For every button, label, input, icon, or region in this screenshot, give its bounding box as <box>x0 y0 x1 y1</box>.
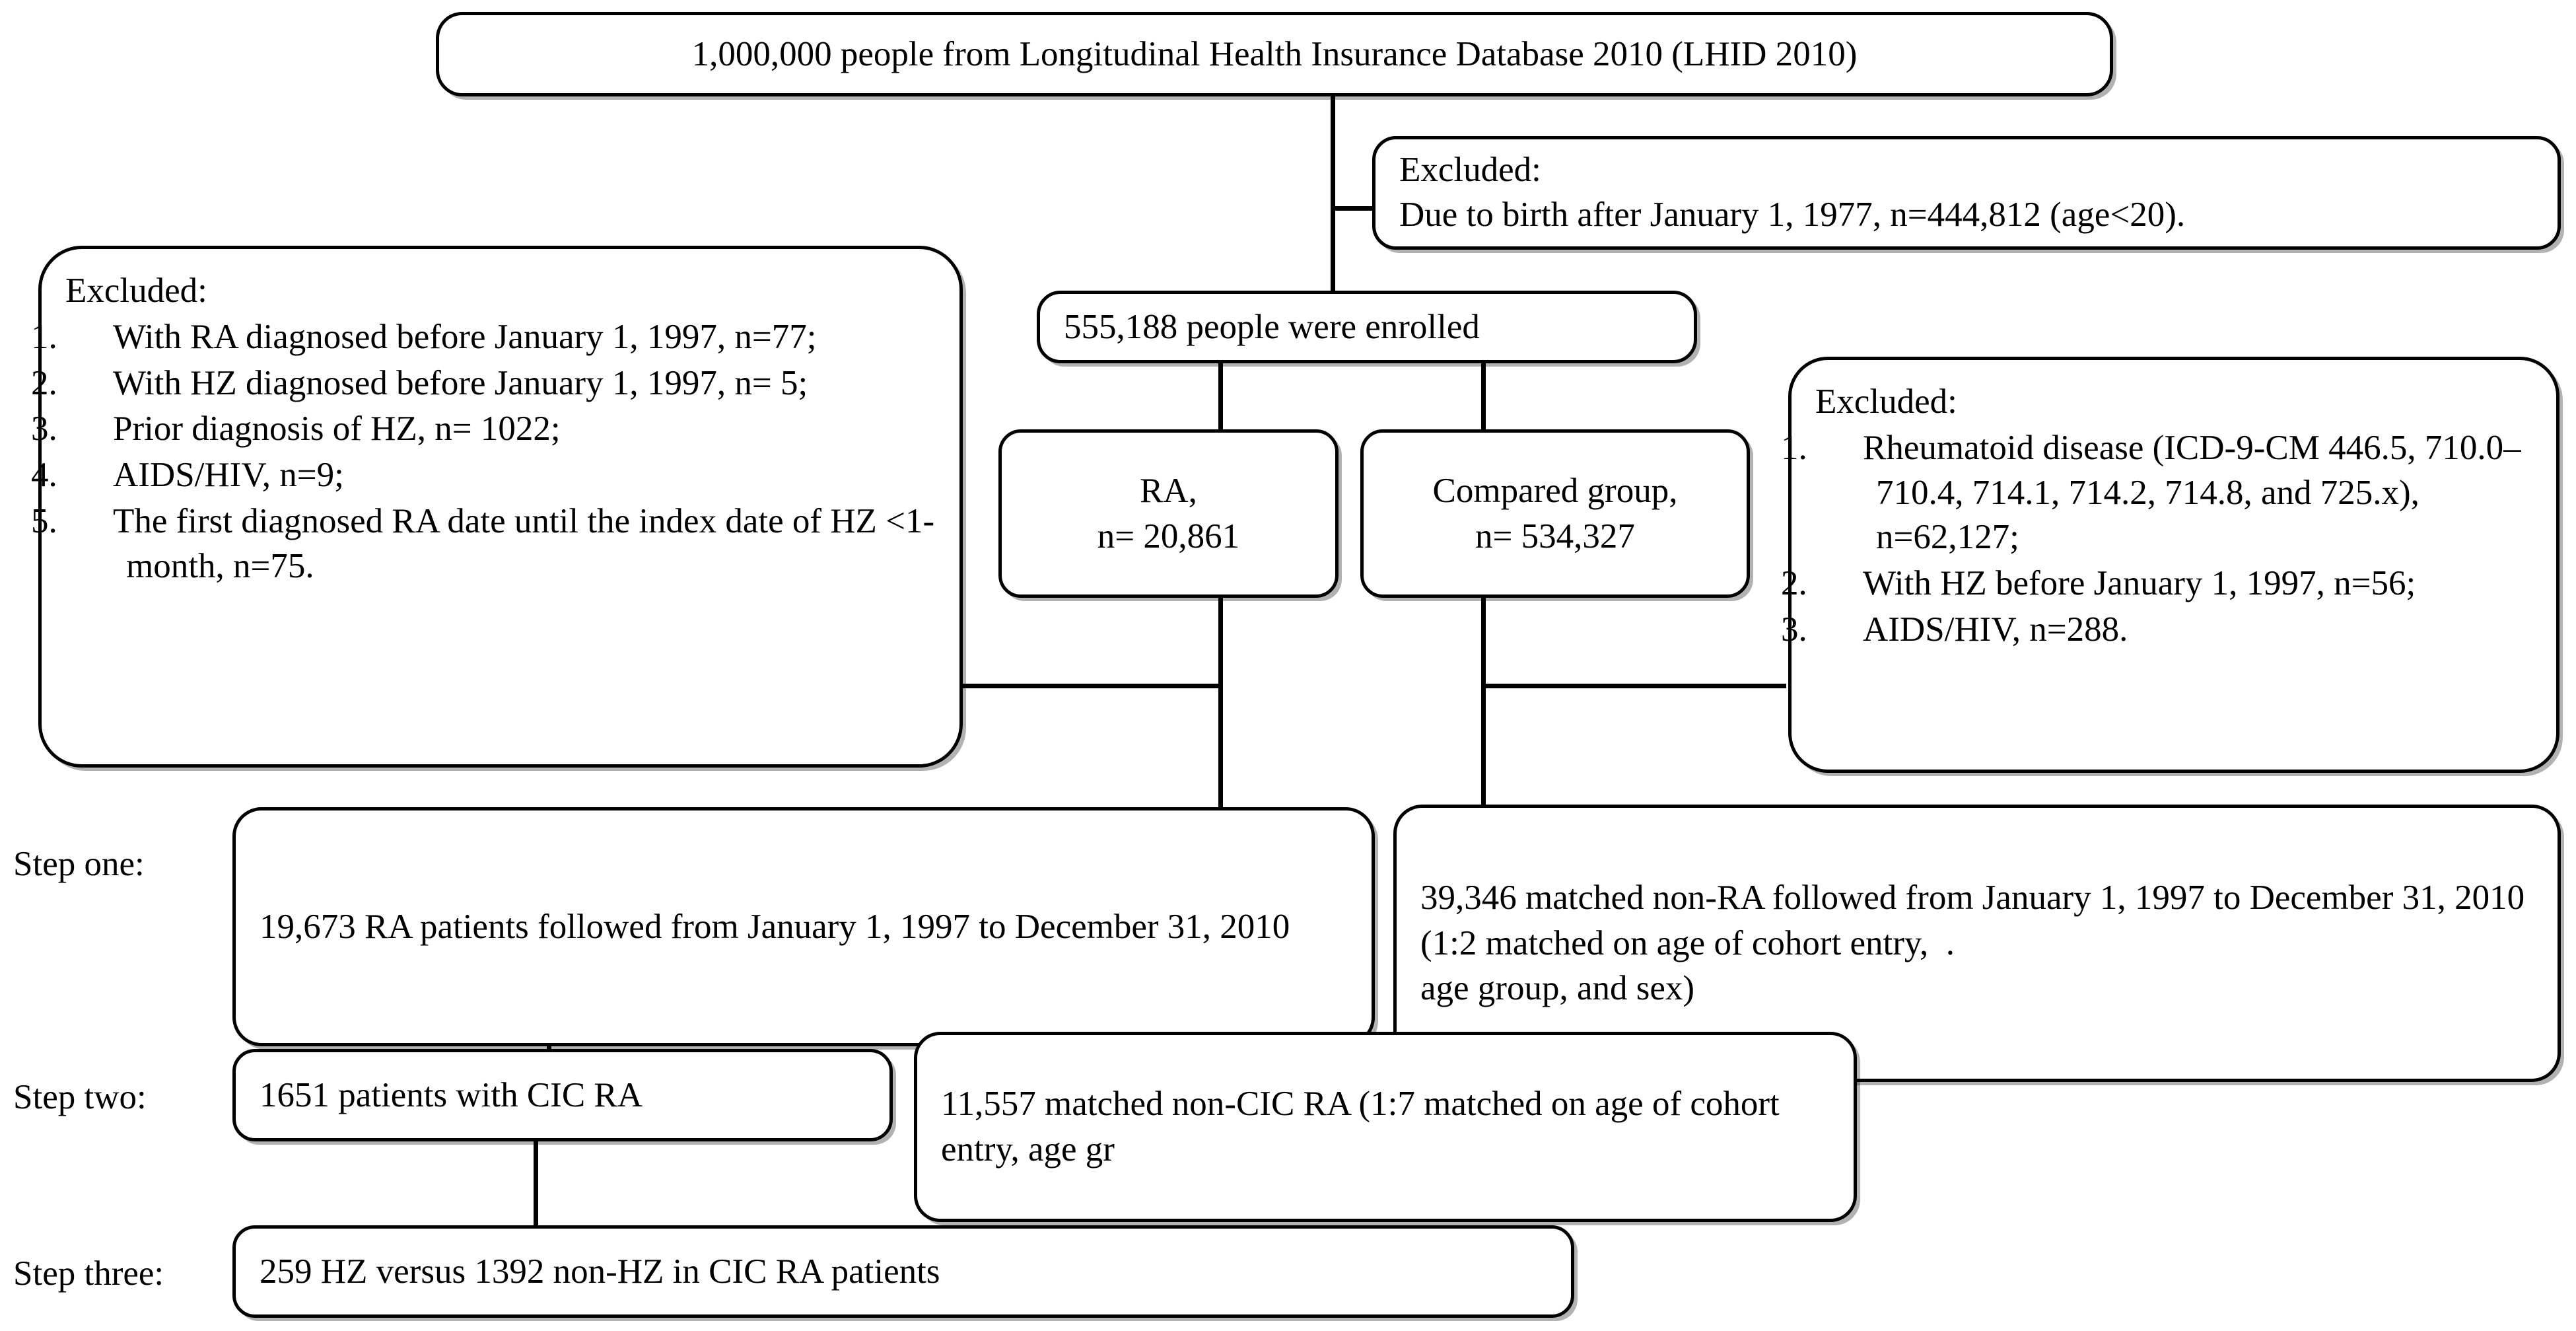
box-enrolled-text: 555,188 people were enrolled <box>1064 307 1480 346</box>
box-ra-group-label: RA, <box>1140 471 1197 510</box>
connector-source-to-enrolled <box>1331 46 1335 292</box>
box-excluded-age-reason: Due to birth after January 1, 1977, n=44… <box>1399 196 2186 234</box>
list-item: 1. With RA diagnosed before January 1, 19… <box>31 315 959 360</box>
list-item: 3. Prior diagnosis of HZ, n= 1022; <box>31 407 959 452</box>
box-compared-group: Compared group, n= 534,327 <box>1360 429 1750 598</box>
list-item-text: With HZ diagnosed before January 1, 1997… <box>113 363 808 402</box>
box-ra-group: RA, n= 20,861 <box>998 429 1339 598</box>
list-item-number: 1. <box>1781 428 1807 467</box>
box-enrolled: 555,188 people were enrolled <box>1037 291 1697 363</box>
excluded-compared-cohort-list: 1. Rheumatoid disease (ICD-9-CM 446.5, 71… <box>1781 425 2556 653</box>
list-item: 2. With HZ diagnosed before January 1, 19… <box>31 361 959 406</box>
list-item-number: 2. <box>31 363 57 402</box>
box-step-one-non-ra-text: 39,346 matched non-RA followed from Janu… <box>1420 878 2525 1008</box>
box-ra-group-count: n= 20,861 <box>1097 517 1240 556</box>
connector-compared-to-excluded-right <box>1481 684 1786 688</box>
box-source-population-text: 1,000,000 people from Longitudinal Healt… <box>691 34 1858 73</box>
box-step-two-cic-ra-text: 1651 patients with CIC RA <box>260 1075 643 1114</box>
connector-compared-to-step-one <box>1481 594 1486 826</box>
box-step-three-outcome: 259 HZ versus 1392 non-HZ in CIC RA pati… <box>232 1225 1574 1318</box>
box-excluded-ra-cohort-heading: Excluded: <box>65 271 207 310</box>
box-excluded-compared-cohort: Excluded: 1. Rheumatoid disease (ICD-9-CM… <box>1781 357 2559 773</box>
list-item-text: With RA diagnosed before January 1, 1997… <box>113 317 817 356</box>
list-item-number: 4. <box>31 456 57 495</box>
list-item-text: With HZ before January 1, 1997, n=56; <box>1863 564 2416 603</box>
box-excluded-ra-cohort: Excluded: 1. With RA diagnosed before Jan… <box>31 246 963 768</box>
box-step-two-non-cic-ra-text: 11,557 matched non-CIC RA (1:7 matched o… <box>941 1085 1788 1169</box>
list-item-number: 1. <box>31 317 57 356</box>
box-compared-group-count: n= 534,327 <box>1475 517 1635 556</box>
list-item: 2. With HZ before January 1, 1997, n=56; <box>1781 561 2556 606</box>
list-item-text: The first diagnosed RA date until the in… <box>113 502 935 585</box>
connector-step-two-to-step-three <box>534 1139 538 1229</box>
list-item-number: 3. <box>1781 610 1807 649</box>
connector-enrolled-to-ra <box>1218 357 1223 433</box>
list-item: 1. Rheumatoid disease (ICD-9-CM 446.5, 71… <box>1781 426 2556 560</box>
list-item-text: Rheumatoid disease (ICD-9-CM 446.5, 710.… <box>1863 428 2521 557</box>
connector-ra-to-excluded-left <box>961 684 1222 688</box>
list-item-number: 2. <box>1781 564 1807 603</box>
list-item-number: 5. <box>31 502 57 541</box>
list-item: 5. The first diagnosed RA date until the … <box>31 499 959 589</box>
box-excluded-age-heading: Excluded: <box>1399 151 1541 190</box>
step-label-two: Step two: <box>13 1078 147 1116</box>
box-step-three-outcome-text: 259 HZ versus 1392 non-HZ in CIC RA pati… <box>260 1252 940 1291</box>
list-item: 4. AIDS/HIV, n=9; <box>31 453 959 498</box>
list-item-text: AIDS/HIV, n=288. <box>1863 610 2128 649</box>
box-excluded-age: Excluded: Due to birth after January 1, … <box>1372 136 2561 250</box>
excluded-ra-cohort-list: 1. With RA diagnosed before January 1, 19… <box>31 314 959 589</box>
list-item-text: AIDS/HIV, n=9; <box>113 456 344 495</box>
connector-to-excluded-age <box>1331 206 1403 211</box>
step-label-one: Step one: <box>13 845 145 883</box>
box-compared-group-label: Compared group, <box>1432 471 1678 510</box>
box-step-one-ra: 19,673 RA patients followed from January… <box>232 807 1375 1046</box>
list-item-text: Prior diagnosis of HZ, n= 1022; <box>113 410 561 449</box>
box-source-population: 1,000,000 people from Longitudinal Healt… <box>436 12 2113 96</box>
box-step-two-non-cic-ra: 11,557 matched non-CIC RA (1:7 matched o… <box>914 1032 1857 1222</box>
step-label-three: Step three: <box>13 1254 164 1293</box>
list-item-number: 3. <box>31 410 57 449</box>
connector-enrolled-to-compared <box>1481 357 1486 433</box>
box-step-two-cic-ra: 1651 patients with CIC RA <box>232 1049 893 1141</box>
connector-ra-to-step-one <box>1218 594 1223 826</box>
box-excluded-compared-cohort-heading: Excluded: <box>1815 382 1957 421</box>
list-item: 3. AIDS/HIV, n=288. <box>1781 608 2556 653</box>
box-step-one-ra-text: 19,673 RA patients followed from January… <box>260 907 1290 946</box>
